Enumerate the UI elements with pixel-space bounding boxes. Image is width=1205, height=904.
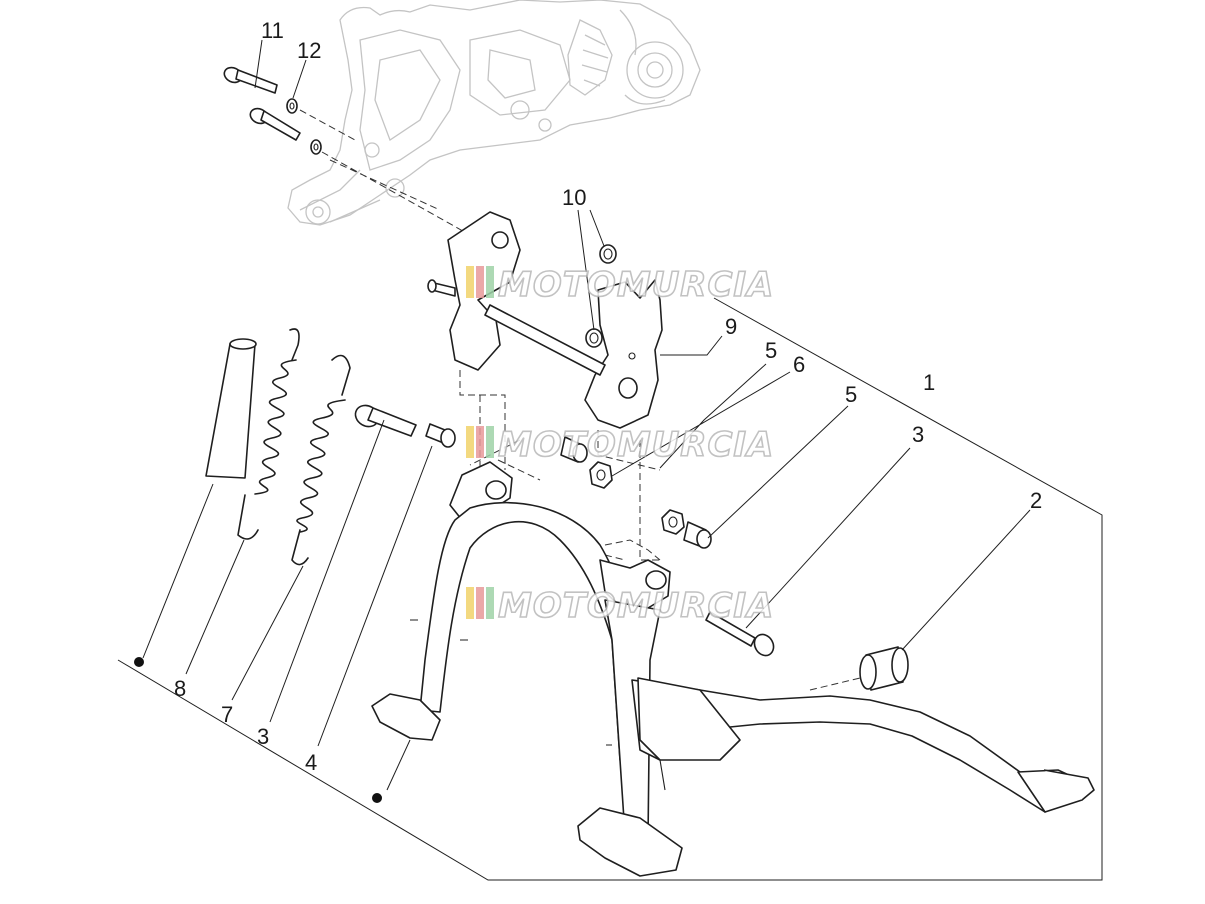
watermark-text: MOTOMURCIA [498, 425, 774, 465]
callout-1: 1 [923, 370, 935, 395]
callout-8: 8 [174, 676, 186, 701]
bolt-3-right [705, 611, 775, 657]
callout-10: 10 [562, 185, 586, 210]
watermark-middle: MOTOMURCIA [466, 424, 774, 466]
bullet-dot-left [134, 657, 144, 667]
watermark-text: MOTOMURCIA [498, 586, 774, 626]
rubber-stop-2 [859, 646, 909, 691]
pin-8 [205, 338, 257, 479]
callout-3-left: 3 [257, 724, 269, 749]
callouts: 11 12 10 9 5 6 5 1 3 2 8 7 3 4 [174, 18, 1042, 775]
callout-11: 11 [261, 18, 284, 43]
bolt-11-upper [223, 66, 278, 94]
callout-4: 4 [305, 750, 317, 775]
callout-2: 2 [1030, 488, 1042, 513]
spring-7-b [291, 354, 351, 566]
callout-5-upper: 5 [765, 338, 777, 363]
bushing-4 [425, 423, 456, 448]
callout-5-lower: 5 [845, 382, 857, 407]
group-frame [117, 297, 1103, 881]
callout-6: 6 [793, 352, 805, 377]
spacer-5-lower [683, 521, 712, 549]
bracket-9 [427, 211, 663, 429]
nut-6-lower [661, 509, 685, 535]
watermark-top: MOTOMURCIA [466, 264, 774, 306]
washer-12 [286, 98, 322, 155]
spacer-5-upper [560, 436, 588, 463]
engine-casing-outline [287, 0, 701, 226]
bolt-11-lower [249, 107, 301, 141]
callout-9: 9 [725, 314, 737, 339]
watermark-text: MOTOMURCIA [498, 265, 774, 305]
spring-7-a [237, 328, 300, 540]
nut-6 [589, 461, 613, 489]
bullet-dot-bottom [372, 793, 382, 803]
watermark-bottom: MOTOMURCIA [466, 585, 774, 627]
bolt-3-left [354, 404, 417, 437]
callout-12: 12 [297, 38, 321, 63]
callout-3-right: 3 [912, 422, 924, 447]
center-stand-1 [371, 461, 1095, 877]
callout-7: 7 [221, 702, 233, 727]
